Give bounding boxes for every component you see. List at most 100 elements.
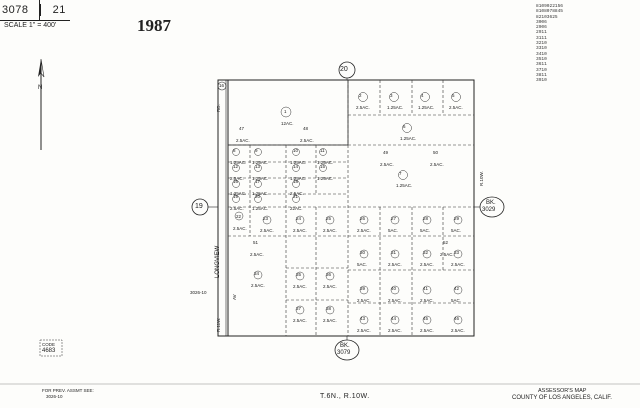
parcel-number: 21 xyxy=(293,194,299,199)
parcel-number: 26 xyxy=(360,216,366,221)
parcel-number: 40 xyxy=(391,286,397,291)
parcel-number: 29 xyxy=(454,216,460,221)
book-page-header: 3078 21 xyxy=(2,4,66,17)
parcel-acreage: 2.5AC. xyxy=(290,191,304,196)
page-number: 21 xyxy=(52,4,66,16)
parcel-number: 47 xyxy=(239,126,245,131)
revision-note: 8109022156 xyxy=(536,4,564,9)
parcel-number: 45 xyxy=(423,316,429,321)
parcel-acreage: 5AC. xyxy=(420,228,431,233)
parcel-acreage: 2.5AC. xyxy=(233,226,247,231)
parcel-number: 17 xyxy=(255,179,261,184)
revision-note: 3410 xyxy=(536,51,547,57)
book-south-label: BK. xyxy=(340,343,350,349)
revision-notes: 8109022156 8108078845 82103625 3006 2906… xyxy=(536,4,636,83)
parcel-acreage: 1.25AC. xyxy=(400,136,417,141)
parcel-acreage: 1.25AC. xyxy=(396,183,413,188)
parcel-number: 51 xyxy=(253,240,259,245)
header-underline xyxy=(0,20,70,21)
parcel-number: 15 xyxy=(320,164,326,169)
parcel-acreage: 2.5AC. xyxy=(323,284,337,289)
parcel-acreage: 2.5AC. xyxy=(420,298,434,303)
parcel-acreage: 2.5AC. xyxy=(388,262,402,267)
revision-note: 3811 xyxy=(536,72,547,78)
parcel-number: 27 xyxy=(391,216,397,221)
parcel-number: 50 xyxy=(433,150,439,155)
parcel-acreage: 1.25AC. xyxy=(418,105,435,110)
corner-number: 16 xyxy=(219,83,225,88)
parcel-number: 12 xyxy=(233,164,239,169)
parcel-acreage: 2.5AC. xyxy=(293,284,307,289)
parcel-acreage: 12AC. xyxy=(281,121,294,126)
parcel-number: 18 xyxy=(293,179,299,184)
parcel-number: 16 xyxy=(233,179,239,184)
parcel-number: 33 xyxy=(454,250,460,255)
parcel-acreage: 1.25AC. xyxy=(317,160,334,165)
road-label-av: AV xyxy=(232,294,237,300)
parcel-acreage: 1.25AC. xyxy=(317,176,334,181)
parcel-acreage: 2.5AC. xyxy=(293,228,307,233)
parcel-acreage: 2.5AC. xyxy=(250,252,264,257)
parcel-acreage: 2.5AC. xyxy=(451,328,465,333)
section-north: 20 xyxy=(340,66,348,73)
parcel-acreage: 1.25AC. xyxy=(252,191,269,196)
parcel-acreage: 2.5AC. xyxy=(251,283,265,288)
parcel-number: 1 xyxy=(284,109,287,114)
parcel-acreage: 22AC. xyxy=(290,206,303,211)
assessor-title: ASSESSOR'S MAP xyxy=(538,388,587,394)
parcel-number: 19 xyxy=(233,194,239,199)
parcel-acreage: 2.5AC. xyxy=(420,262,434,267)
revision-note: 2906 xyxy=(536,25,547,31)
parcel-acreage: 1.25AC. xyxy=(230,191,247,196)
parcel-number: 34 xyxy=(254,271,260,276)
parcel-number: 48 xyxy=(303,126,309,131)
parcel-number: 44 xyxy=(391,316,397,321)
parcel-number: 31 xyxy=(391,250,397,255)
section-west: 19 xyxy=(195,203,203,210)
county-label: COUNTY OF LOS ANGELES, CALIF. xyxy=(512,395,612,401)
parcel-number: 35 xyxy=(296,272,302,277)
parcel-number: 46 xyxy=(454,316,460,321)
map-year: 1987 xyxy=(137,16,171,35)
book-number: 3078 xyxy=(2,4,29,16)
book-south-number: 3079 xyxy=(337,350,351,356)
parcel-number: 24 xyxy=(296,216,302,221)
township-label: T.6N., R.10W. xyxy=(320,393,370,400)
cc-number: 4683 xyxy=(42,348,56,354)
parcel-number: 6 xyxy=(403,124,406,129)
parcel-acreage: 2.5AC. xyxy=(430,162,444,167)
parcel-number: 2 xyxy=(359,93,362,98)
parcel-acreage: 2.5AC. xyxy=(357,298,371,303)
north-arrow-icon: N xyxy=(38,58,45,150)
revision-note: 8108078845 xyxy=(536,9,564,15)
parcel-acreage: 2.5AC. xyxy=(420,328,434,333)
parcel-number: 5 xyxy=(452,93,455,98)
parcel-number: 4 xyxy=(421,93,424,98)
parcel-acreage: 1.25AC. xyxy=(290,160,307,165)
parcel-acreage: 2.5AC. xyxy=(440,252,454,257)
parcel-number: 28 xyxy=(423,216,429,221)
parcel-acreage: 2.5AC. xyxy=(356,105,370,110)
parcel-number: 30 xyxy=(360,250,366,255)
parcel-acreage: 2.5AC. xyxy=(260,228,274,233)
revision-note: 82103625 xyxy=(536,14,558,20)
parcel-number: 22 xyxy=(236,214,242,219)
parcel-acreage: 2.5AC. xyxy=(357,228,371,233)
header-divider xyxy=(40,4,42,17)
road-label-rd: RD. xyxy=(216,104,221,112)
parcel-acreage: 2.5AC. xyxy=(323,228,337,233)
parcel-acreage: 1.25AC. xyxy=(252,176,269,181)
book-east-number: 3029 xyxy=(482,207,496,213)
parcel-number: 36 xyxy=(326,272,332,277)
road-label-longview: LONGVIEW xyxy=(215,245,221,278)
parcel-acreage: 5AC. xyxy=(388,228,399,233)
parcel-acreage: 5AC. xyxy=(357,262,368,267)
range-label-east: R.10W. xyxy=(479,171,484,186)
svg-text:N: N xyxy=(38,85,42,91)
parcel-acreage: 1.25AC. xyxy=(290,176,307,181)
revision-note: 3210 xyxy=(536,41,547,47)
parcel-number: 3 xyxy=(390,93,393,98)
parcel-number: 25 xyxy=(326,216,332,221)
parcel-acreage: 1.25AC. xyxy=(387,105,404,110)
